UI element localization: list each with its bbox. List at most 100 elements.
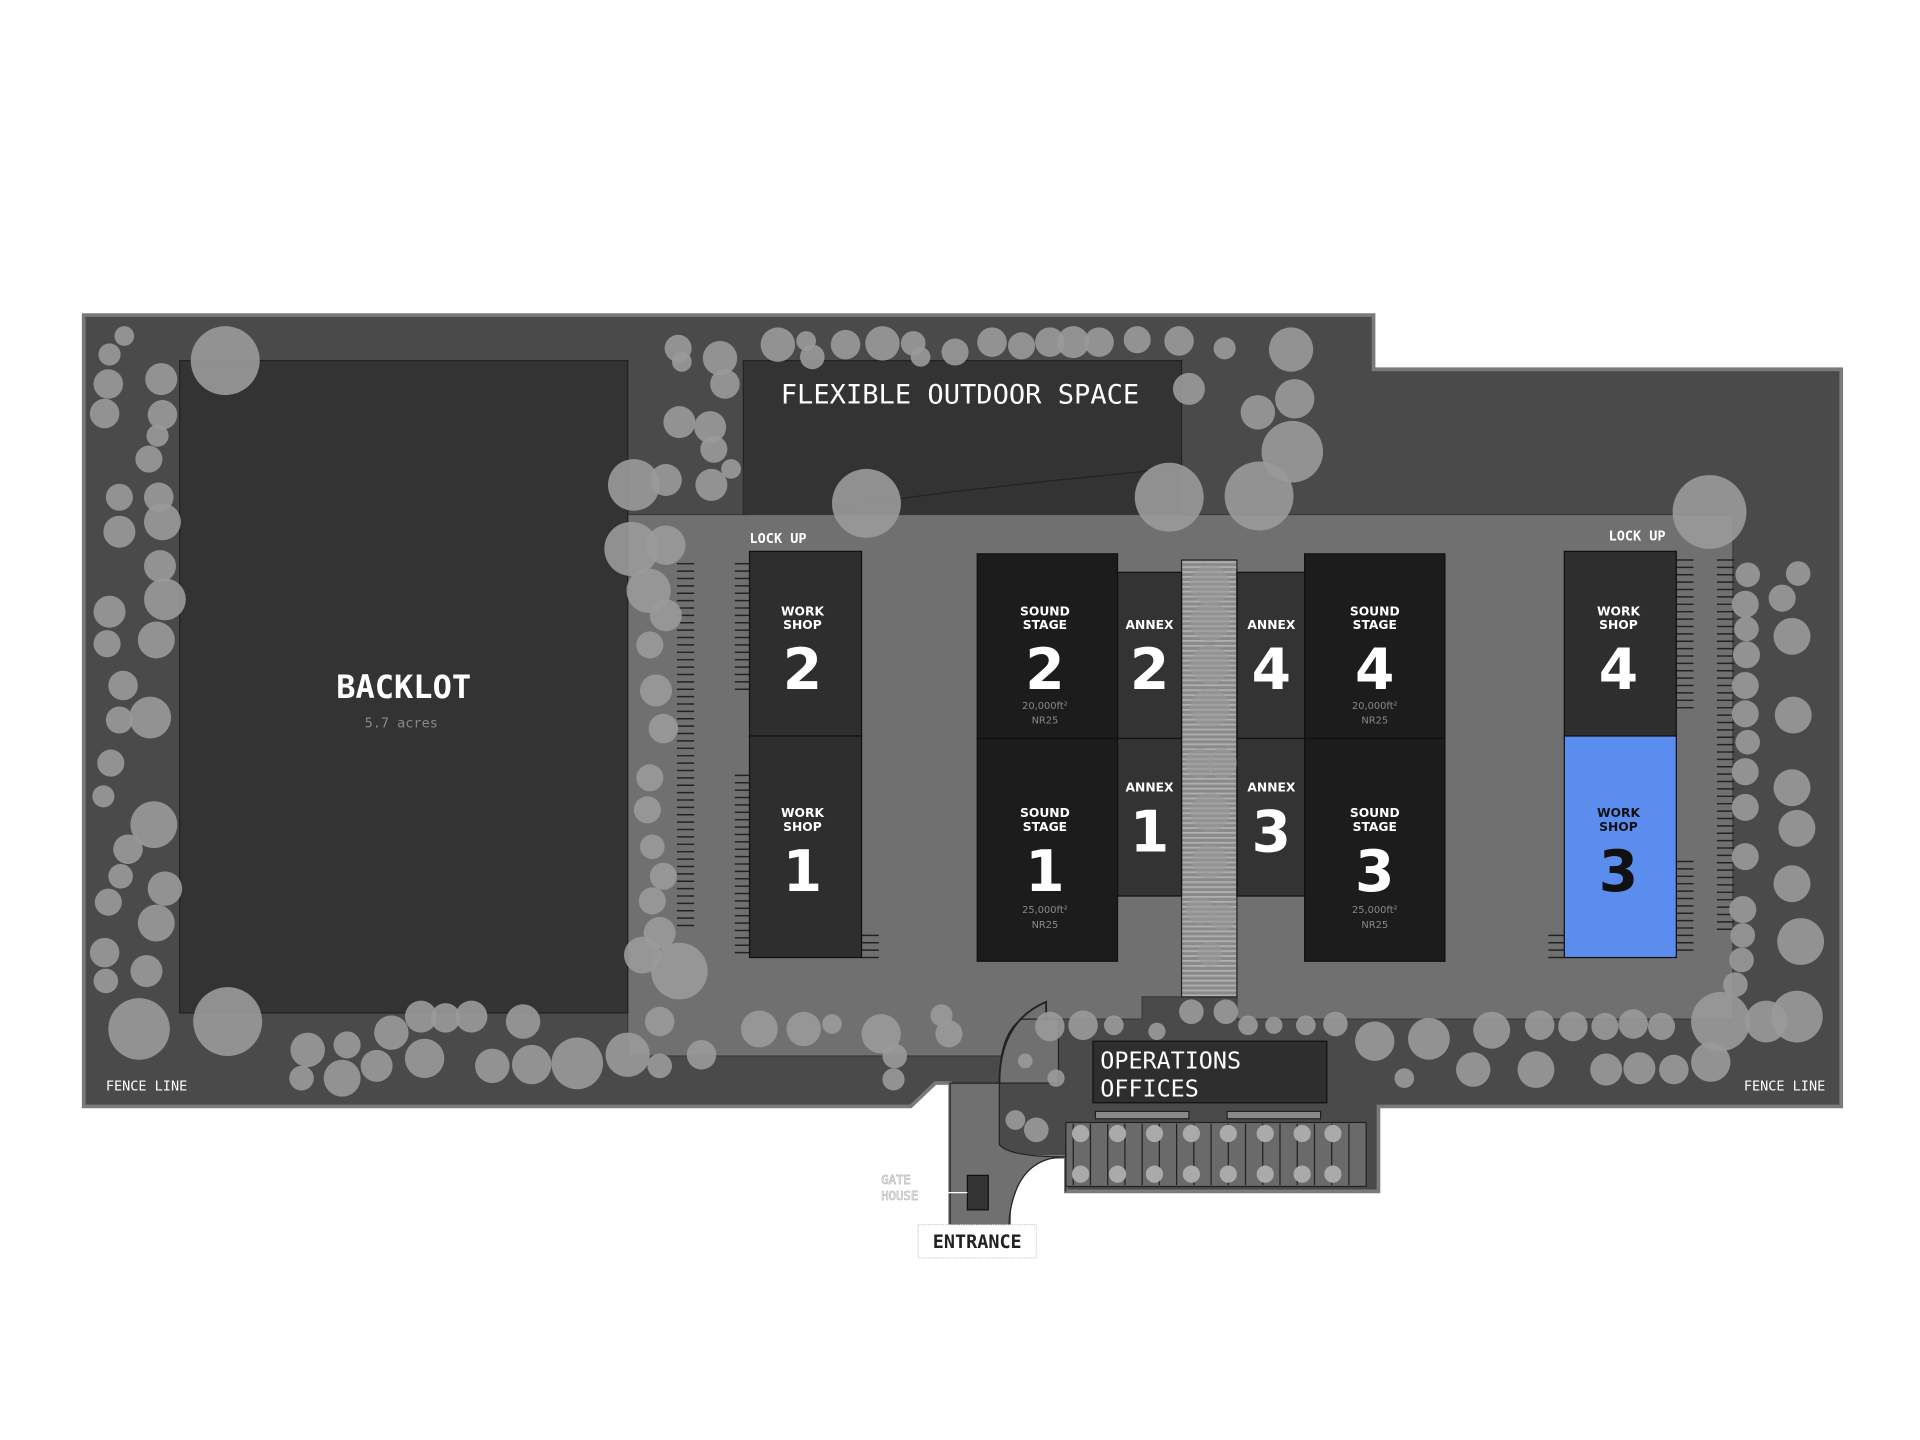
tree-icon <box>129 696 172 739</box>
tree-icon <box>1035 327 1065 357</box>
tree-icon <box>144 503 181 541</box>
tree-icon <box>700 435 728 463</box>
tree-icon <box>1517 1051 1555 1088</box>
sound-stage-1-line2: STAGE <box>1023 820 1067 834</box>
tree-icon <box>1145 1124 1164 1143</box>
backlot[interactable]: BACKLOT 5.7 acres <box>179 360 629 1014</box>
tree-icon <box>145 363 178 396</box>
gate-house[interactable] <box>966 1174 989 1211</box>
tree-icon <box>1068 1010 1098 1040</box>
flexible-outdoor-space-label: FLEXIBLE OUTDOOR SPACE <box>781 380 1139 411</box>
tree-icon <box>89 937 120 968</box>
tree-icon <box>644 1006 675 1037</box>
tree-icon <box>1394 1068 1415 1088</box>
tree-icon <box>1219 1124 1237 1143</box>
sound-stage-2-rating: NR25 <box>1032 716 1059 727</box>
tree-icon <box>1524 1010 1555 1040</box>
sound-stage-3[interactable]: SOUND STAGE 3 25,000ft² NR25 <box>1304 737 1446 962</box>
tree-icon <box>105 706 133 734</box>
tree-icon <box>1213 999 1239 1024</box>
sound-stage-2-line1: SOUND <box>1020 604 1070 618</box>
tree-icon <box>1731 758 1759 786</box>
workshop-3-line2: SHOP <box>1599 820 1638 834</box>
annex-1[interactable]: ANNEX 1 <box>1116 737 1183 897</box>
sound-stage-4[interactable]: SOUND STAGE 4 20,000ft² NR25 <box>1304 553 1446 740</box>
tree-icon <box>93 630 121 658</box>
tree-icon <box>193 987 263 1056</box>
tree-icon <box>1691 992 1751 1052</box>
sound-stage-2-area: 20,000ft² <box>1022 701 1068 712</box>
bench <box>1226 1110 1322 1120</box>
sound-stage-3-area: 25,000ft² <box>1352 905 1398 916</box>
tree-icon <box>1293 1165 1311 1183</box>
tree-icon <box>638 887 666 915</box>
tree-icon <box>1558 1011 1588 1042</box>
tree-icon <box>98 343 121 366</box>
annex-4[interactable]: ANNEX 4 <box>1236 571 1306 740</box>
tree-icon <box>710 369 740 399</box>
workshop-4-line1: WORK <box>1597 604 1640 618</box>
tree-icon <box>1047 1069 1065 1087</box>
tree-icon <box>1057 326 1090 359</box>
tree-icon <box>672 352 692 372</box>
tree-icon <box>551 1037 604 1090</box>
sound-stage-3-number: 3 <box>1355 839 1394 905</box>
tree-icon <box>190 326 260 396</box>
tree-icon <box>1192 844 1228 879</box>
tree-icon <box>108 998 170 1060</box>
tree-icon <box>694 411 727 444</box>
tree-icon <box>646 525 686 565</box>
sound-stage-1-number: 1 <box>1025 839 1064 905</box>
flexible-outdoor-space[interactable]: FLEXIBLE OUTDOOR SPACE <box>742 360 1183 516</box>
workshop-4[interactable]: WORK SHOP 4 <box>1563 550 1677 737</box>
backlot-area: 5.7 acres <box>365 715 438 731</box>
backlot-title: BACKLOT <box>336 668 471 706</box>
tree-icon <box>430 1003 461 1033</box>
workshop-2[interactable]: WORK SHOP 2 <box>748 550 863 737</box>
tree-icon <box>1730 923 1756 948</box>
entrance[interactable]: ENTRANCE <box>917 1224 1037 1259</box>
tree-icon <box>830 329 861 360</box>
tree-icon <box>93 595 126 628</box>
workshop-3[interactable]: WORK SHOP 3 <box>1563 735 1677 959</box>
tree-icon <box>97 749 125 777</box>
sound-stage-1[interactable]: SOUND STAGE 1 25,000ft² NR25 <box>976 737 1119 962</box>
tree-icon <box>1024 1117 1049 1143</box>
sound-stage-3-rating: NR25 <box>1361 920 1388 931</box>
tree-icon <box>786 1011 821 1047</box>
workshop-1-line1: WORK <box>781 806 824 820</box>
lock-up-left-label: LOCK UP <box>750 531 807 547</box>
tree-icon <box>941 338 969 366</box>
tree-icon <box>695 468 728 501</box>
tree-icon <box>1208 903 1236 931</box>
tree-icon <box>1072 1165 1090 1183</box>
gate-house-line1: GATE <box>881 1173 911 1187</box>
tree-icon <box>1731 672 1759 700</box>
sound-stage-4-line2: STAGE <box>1353 618 1397 632</box>
tree-icon <box>1672 475 1747 549</box>
operations-offices[interactable]: OPERATIONS OFFICES <box>1092 1040 1328 1104</box>
sound-stage-2[interactable]: SOUND STAGE 2 20,000ft² NR25 <box>976 553 1119 740</box>
tree-icon <box>146 424 169 447</box>
lock-up-right-label: LOCK UP <box>1609 528 1666 544</box>
tree-icon <box>760 327 796 362</box>
tree-icon <box>475 1048 510 1084</box>
tree-icon <box>1035 1011 1065 1042</box>
tree-icon <box>1197 941 1223 967</box>
tree-icon <box>1104 1015 1124 1036</box>
tree-icon <box>103 515 136 548</box>
tree-icon <box>1731 700 1759 728</box>
tree-icon <box>114 326 135 346</box>
tree-icon <box>865 326 900 361</box>
tree-icon <box>1190 688 1230 728</box>
tree-icon <box>1659 1054 1689 1085</box>
tree-icon <box>505 1004 541 1039</box>
tree-icon <box>1084 327 1114 357</box>
annex-3-label: ANNEX <box>1247 780 1295 794</box>
annex-2[interactable]: ANNEX 2 <box>1116 571 1183 740</box>
sound-stage-2-line2: STAGE <box>1023 618 1067 632</box>
tree-icon <box>290 1032 325 1068</box>
tree-icon <box>1771 990 1823 1043</box>
annex-3[interactable]: ANNEX 3 <box>1236 737 1306 897</box>
workshop-1[interactable]: WORK SHOP 1 <box>748 735 863 959</box>
